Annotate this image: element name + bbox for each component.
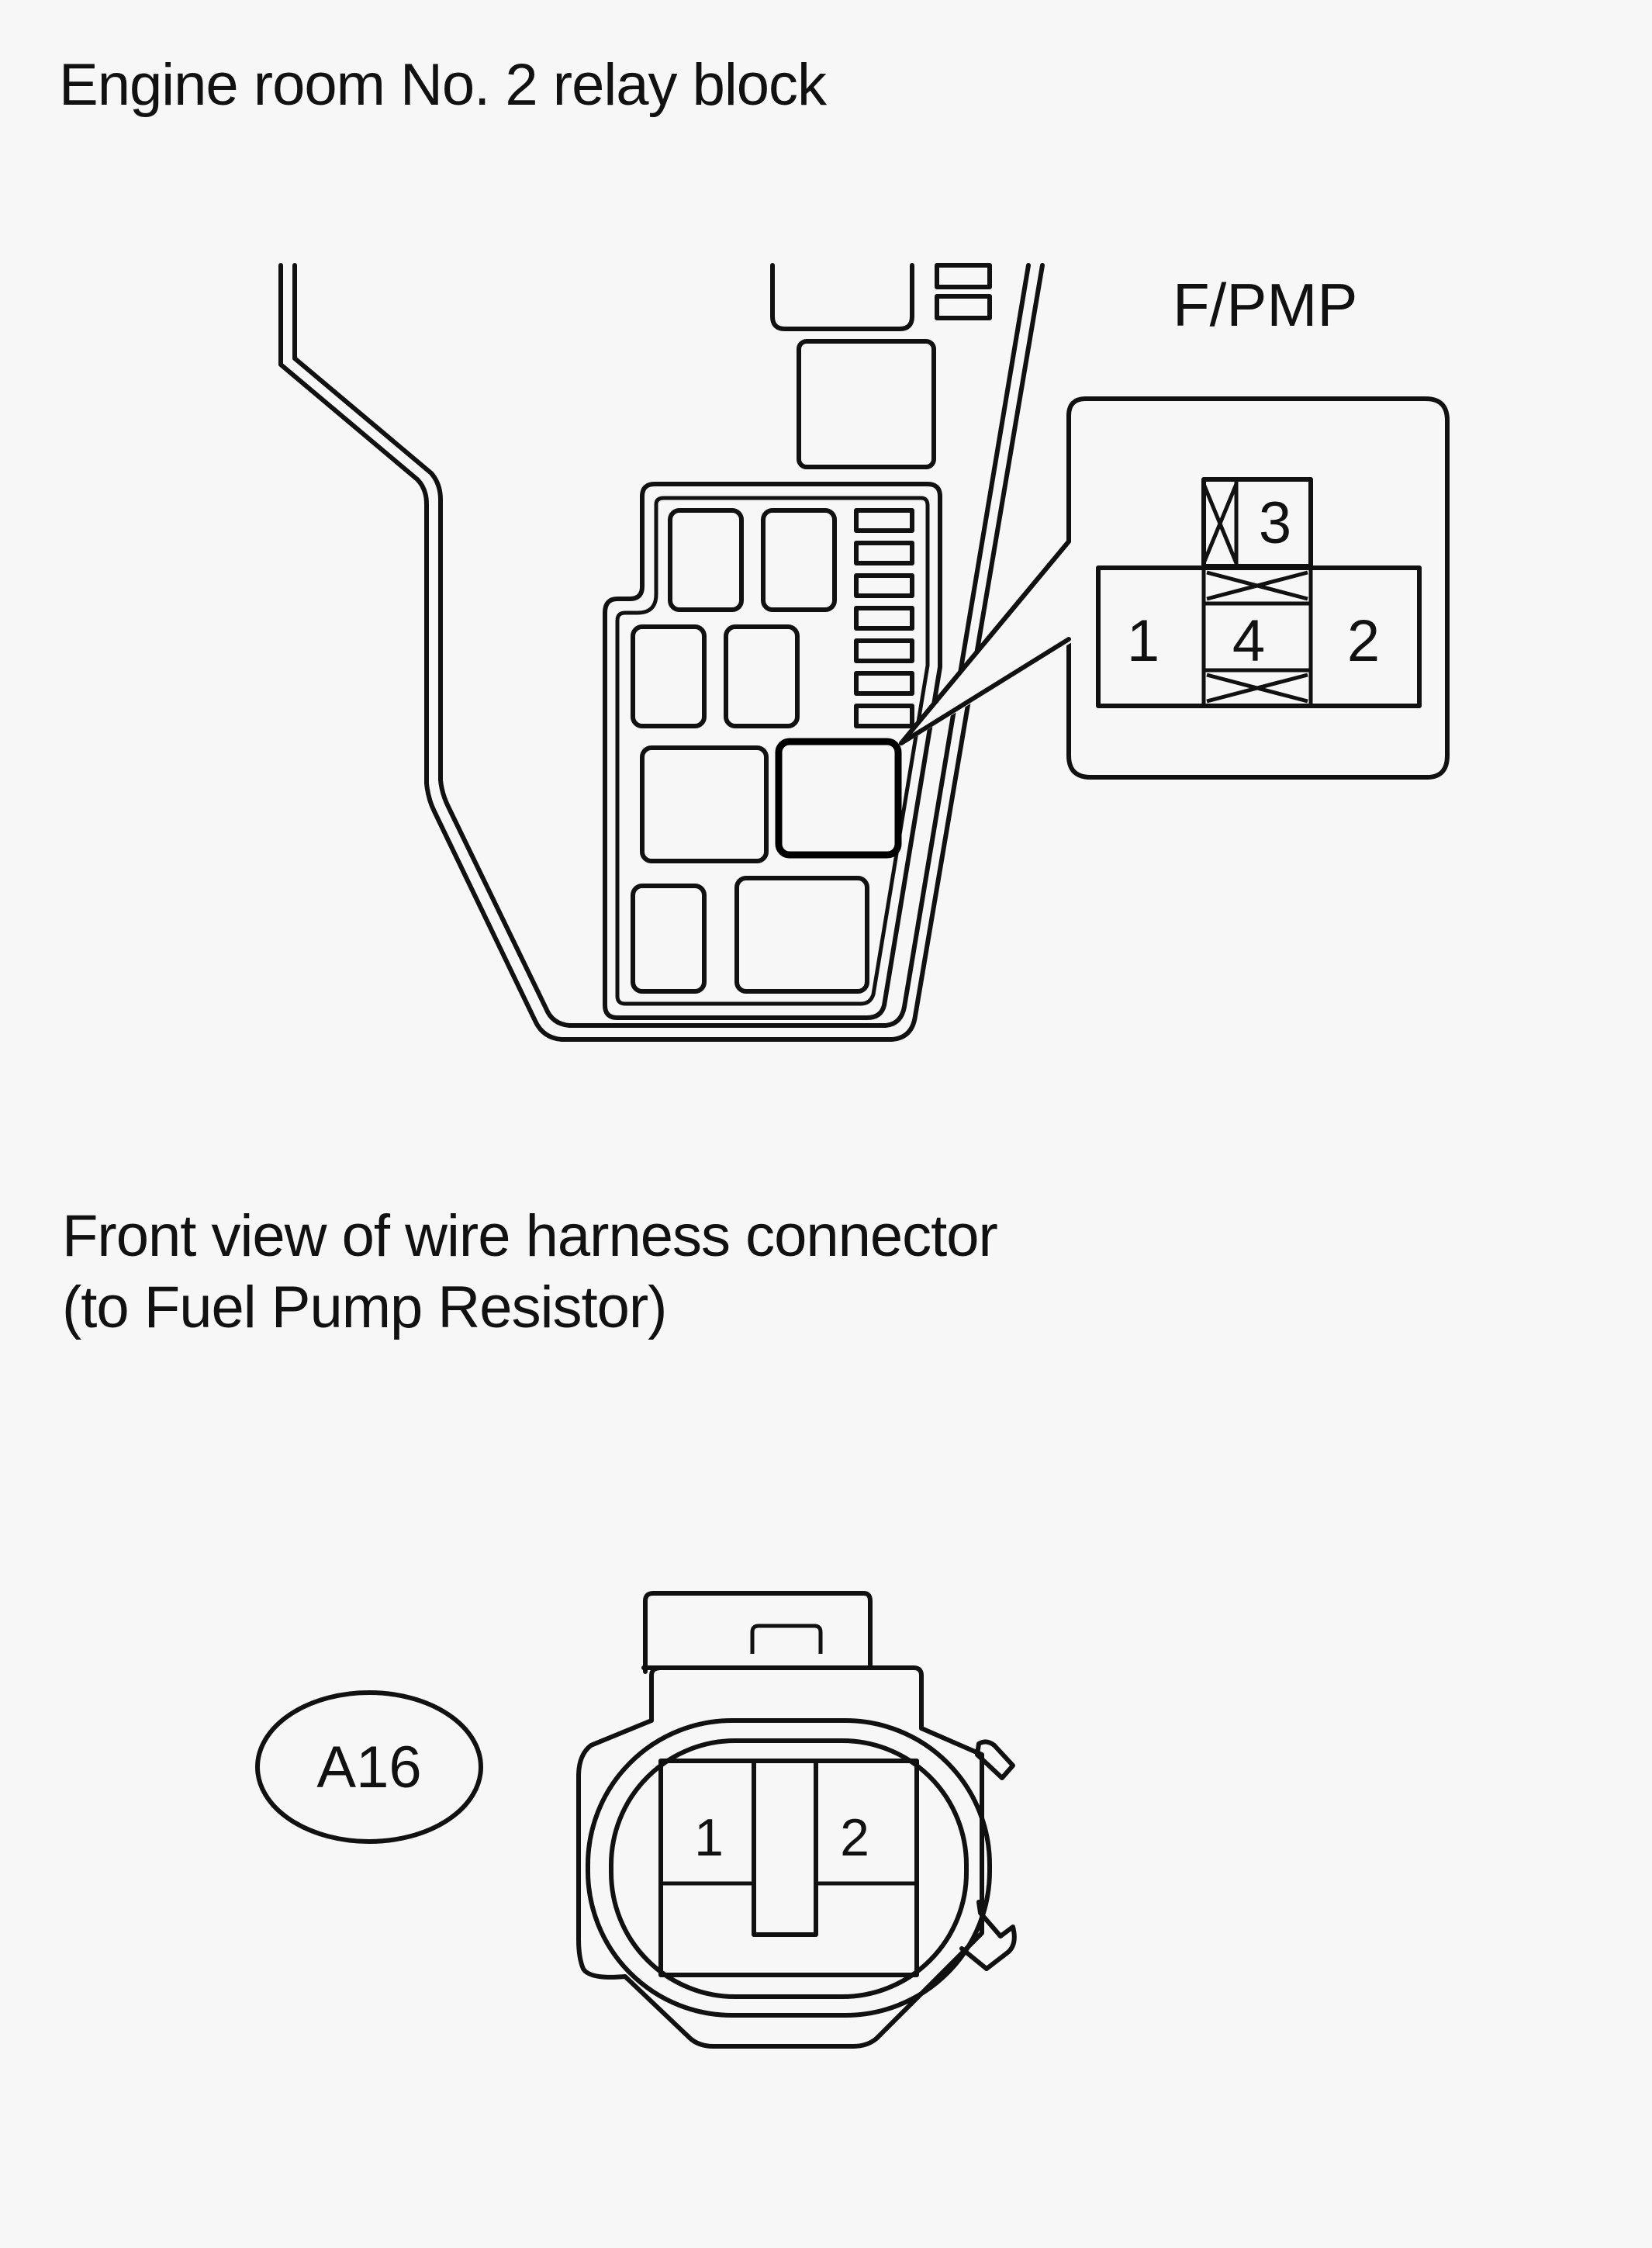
housing-inner-wall xyxy=(292,263,1031,1028)
callout-pointer xyxy=(899,539,1071,745)
fuse-slot xyxy=(854,606,914,631)
connector-pin-2: 2 xyxy=(840,1808,869,1867)
connector-subtitle: (to Fuel Pump Resistor) xyxy=(62,1274,667,1340)
relay-slot xyxy=(640,745,769,863)
fuse-slot xyxy=(854,638,914,663)
relay-terminal-1: 1 xyxy=(1127,608,1160,674)
relay-pin-tab xyxy=(1201,477,1313,569)
lock-tab xyxy=(643,1591,873,1674)
relay-block-housing xyxy=(278,263,1045,1042)
fuse-slot xyxy=(854,573,914,598)
connector-code-oval xyxy=(255,1690,483,1844)
fuse-slot xyxy=(854,704,914,728)
relay-slot xyxy=(761,508,837,612)
unused-pin-cross xyxy=(1206,673,1308,704)
fpmp-callout xyxy=(899,396,1450,780)
relay-slot xyxy=(631,624,707,728)
a16-connector xyxy=(255,1591,1017,2049)
unused-pin-cross xyxy=(1201,483,1239,564)
connector-title: Front view of wire harness connector xyxy=(62,1203,998,1269)
relay-terminal-3: 3 xyxy=(1259,490,1291,556)
pin-cavity-frame xyxy=(658,1759,919,1977)
center-key xyxy=(752,1759,818,1937)
relay-terminal-4: 4 xyxy=(1232,608,1265,674)
connector-code: A16 xyxy=(316,1734,421,1800)
lock-tab-notch xyxy=(750,1624,823,1654)
connector-pin-1: 1 xyxy=(694,1808,724,1867)
fuse-slot xyxy=(854,671,914,696)
relay-frame-inner xyxy=(615,496,930,1006)
fpmp-label: F/PMP xyxy=(1173,271,1357,339)
fuse-slot xyxy=(854,508,914,533)
housing-outer-wall xyxy=(278,263,1045,1042)
relay-slot xyxy=(724,624,800,728)
relay-terminal-2: 2 xyxy=(1347,608,1380,674)
connector-body xyxy=(576,1665,984,2049)
relay-frame-outer xyxy=(603,482,942,1020)
side-latch xyxy=(959,1900,1017,1971)
top-relay-slot xyxy=(797,339,936,469)
mating-ring-inner xyxy=(609,1738,969,1999)
fuse-slot xyxy=(854,541,914,565)
relay-slot xyxy=(668,508,744,612)
side-latch xyxy=(975,1739,1015,1780)
fpmp-relay-highlight xyxy=(775,738,902,859)
callout-bubble xyxy=(899,396,1450,780)
relay-block-title: Engine room No. 2 relay block xyxy=(59,52,827,118)
relay-slot xyxy=(631,884,707,994)
mating-ring-outer xyxy=(586,1718,992,2018)
relay-slot xyxy=(734,876,869,994)
unused-pin-cross xyxy=(1206,570,1308,601)
top-small-slot-1 xyxy=(935,263,992,289)
top-fuse-slot xyxy=(770,263,914,331)
top-small-slot-2 xyxy=(935,294,992,320)
